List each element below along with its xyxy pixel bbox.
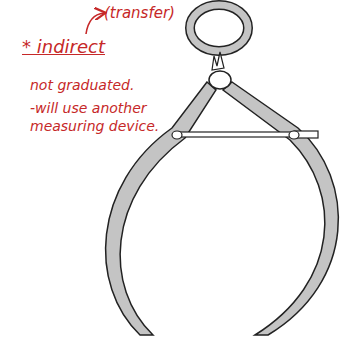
- annotation-note: (transfer): [104, 4, 214, 23]
- hinge: [209, 71, 231, 89]
- annotation-note: not graduated.: [30, 77, 180, 95]
- caliper-ring: [190, 5, 248, 51]
- caliper-leg: [223, 82, 338, 335]
- crossbar: [176, 132, 294, 137]
- annotation-arrow: [86, 13, 104, 34]
- annotation-heading: * indirect: [22, 36, 172, 59]
- annotation-note: -will use another measuring device.: [30, 100, 180, 135]
